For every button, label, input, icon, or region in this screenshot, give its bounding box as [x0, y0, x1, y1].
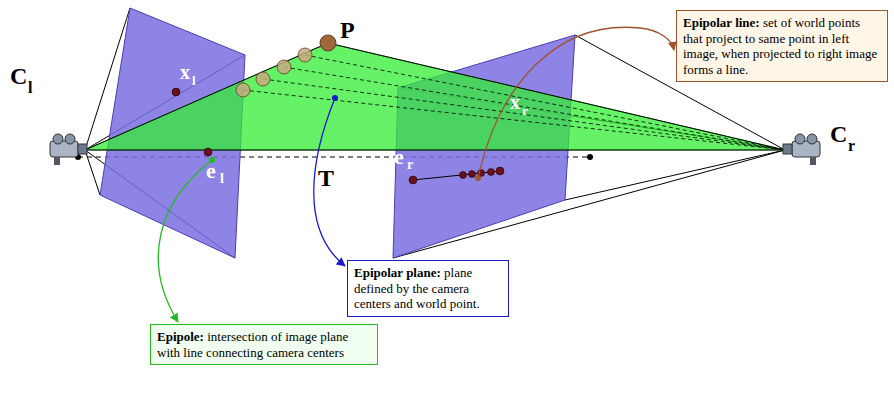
camera-center-name: C	[10, 64, 27, 88]
point-name: x	[510, 92, 520, 112]
left-camera	[50, 134, 87, 165]
camera-center-name: C	[830, 122, 847, 146]
epipole-name: e	[206, 160, 216, 182]
callout-heading: Epipole:	[157, 329, 204, 344]
callout-heading: Epipolar plane:	[354, 265, 441, 280]
epipole-callout: Epipole:intersection of image plane with…	[150, 324, 378, 365]
epipole-name: e	[394, 146, 404, 168]
subscript: l	[220, 172, 224, 186]
baseline-end	[587, 154, 593, 160]
leader-dot	[475, 175, 481, 181]
epipolar-line-callout: Epipolar line:set of world points that p…	[676, 10, 888, 82]
epipolar-plane-callout: Epipolar plane:plane defined by the came…	[347, 260, 509, 317]
subscript: r	[522, 104, 528, 117]
subscript: r	[407, 158, 413, 172]
point-name: x	[180, 62, 190, 82]
point-name: P	[340, 18, 355, 42]
callout-heading: Epipolar line:	[683, 15, 760, 30]
leader-dot	[332, 95, 338, 101]
right-epipolar-line	[413, 171, 500, 180]
baseline-name: T	[318, 166, 334, 190]
subscript: l	[192, 74, 196, 87]
candidate-points	[236, 48, 312, 97]
subscript: r	[848, 138, 855, 154]
right-camera	[783, 134, 820, 165]
callout-leaders	[158, 27, 674, 322]
subscript: l	[28, 80, 32, 96]
image-points	[172, 88, 504, 184]
world-point	[320, 35, 336, 51]
